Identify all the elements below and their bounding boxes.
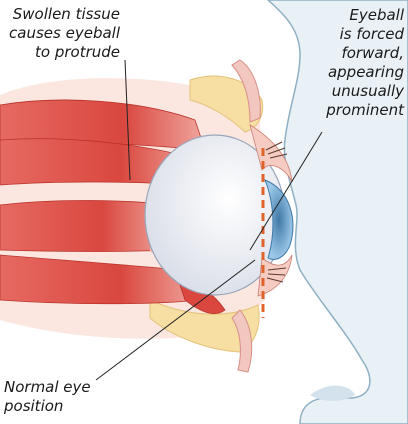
middle-muscle bbox=[0, 200, 170, 251]
lower-eyelid bbox=[258, 255, 292, 296]
label-swollen-tissue: Swollen tissue causes eyeball to protrud… bbox=[0, 5, 120, 62]
label-eyeball-forward: Eyeball is forced forward, appearing unu… bbox=[300, 6, 404, 120]
label-normal-eye-position: Normal eye position bbox=[4, 378, 134, 416]
